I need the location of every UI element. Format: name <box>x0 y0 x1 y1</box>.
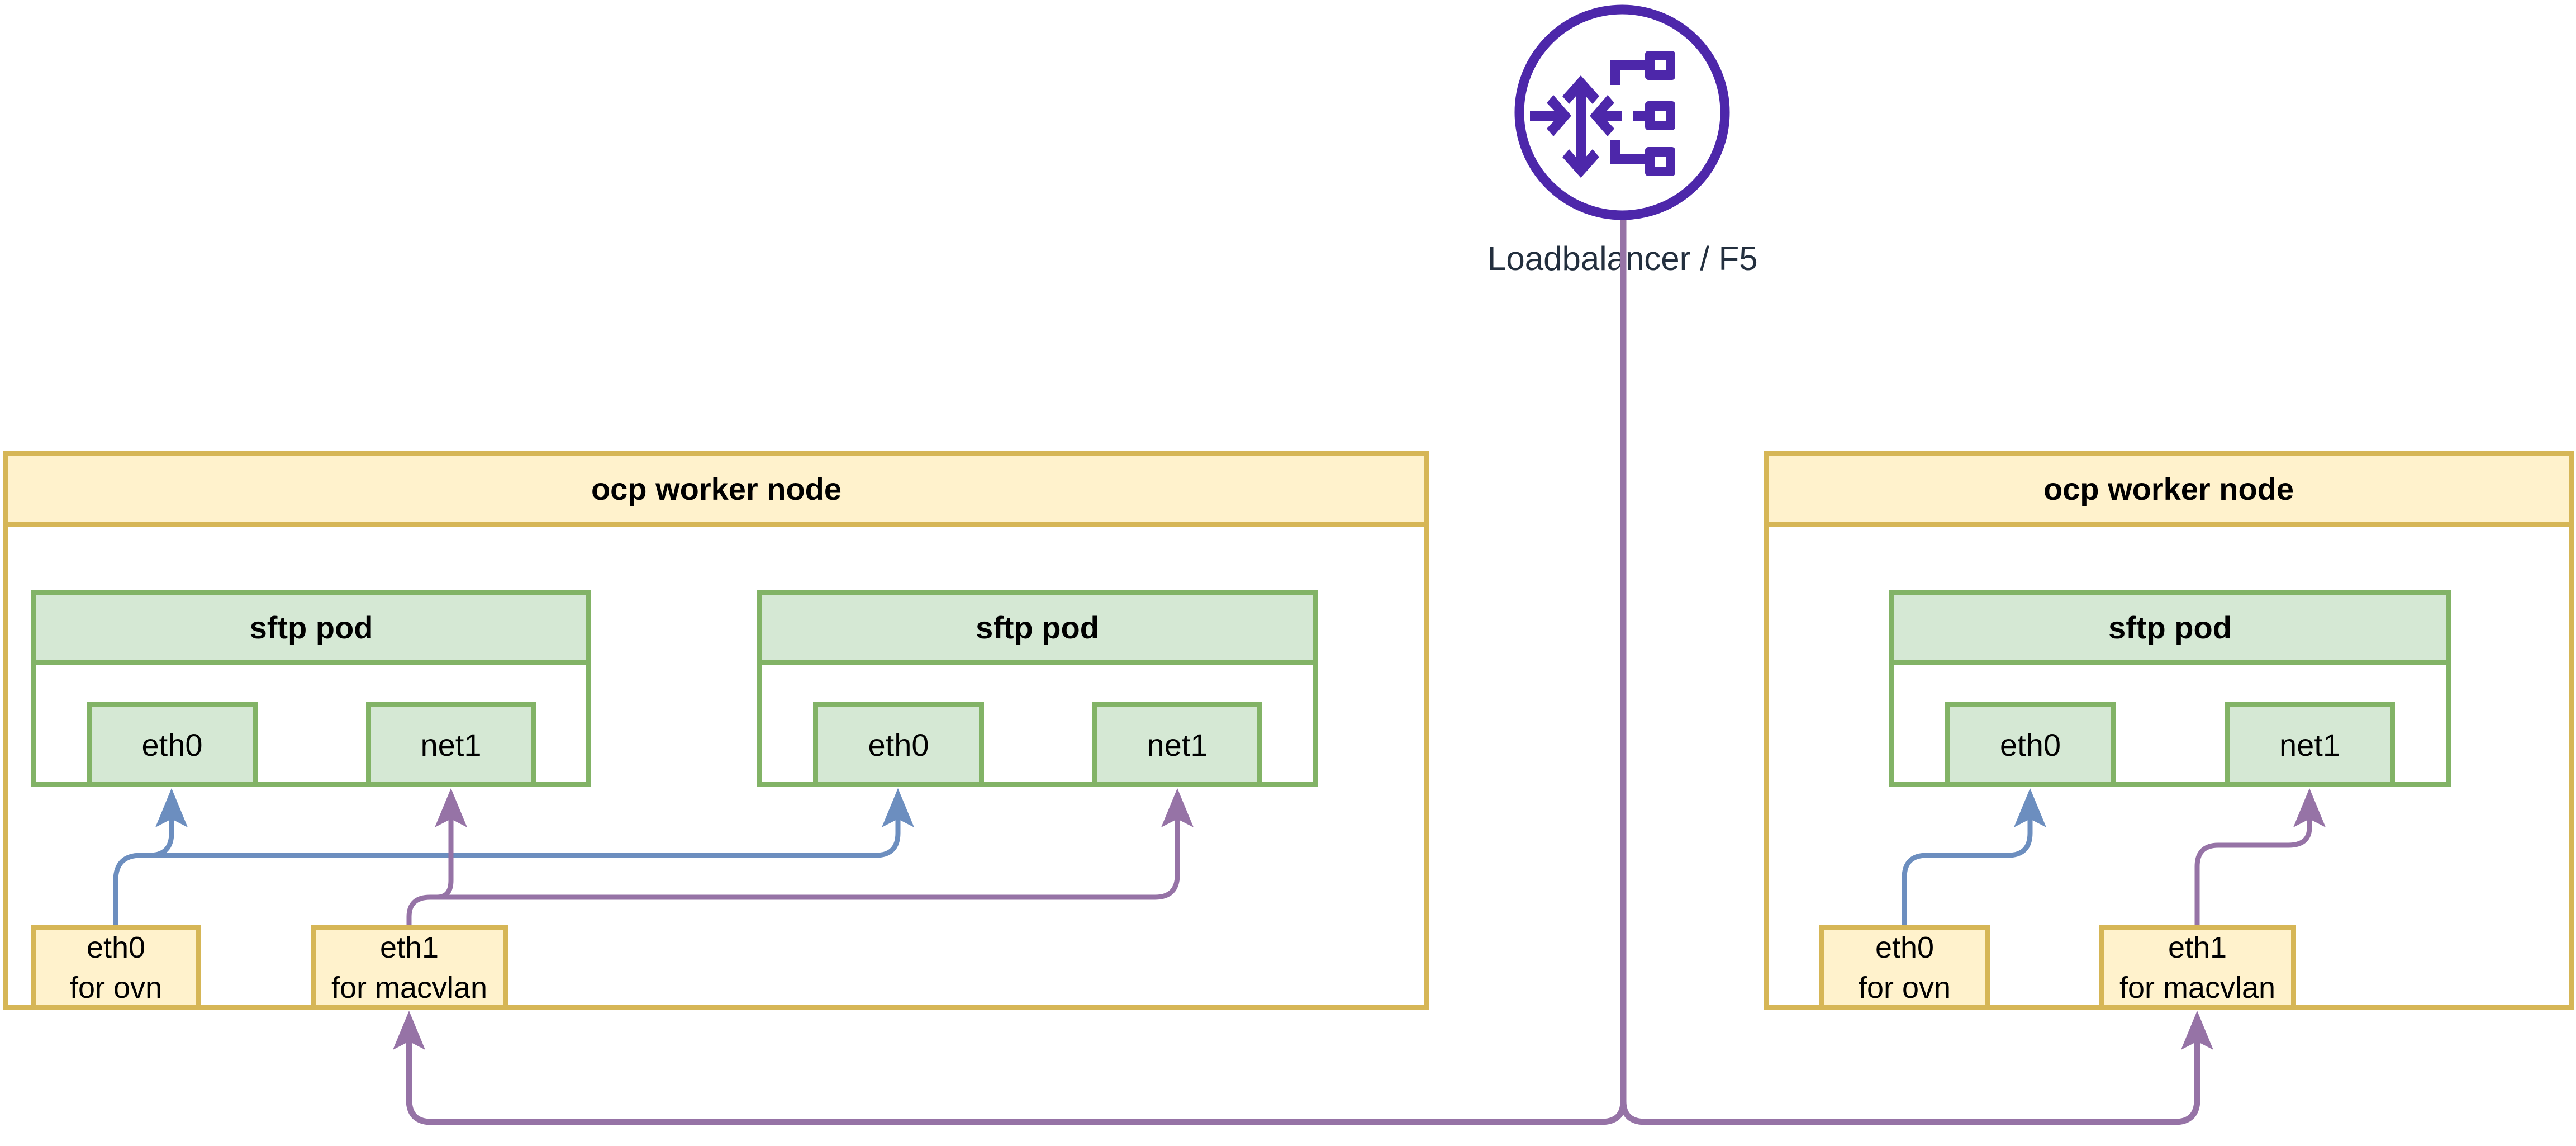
sftp-pod-1-title: sftp pod <box>36 595 586 665</box>
load-balancer-label: Loadbalancer / F5 <box>1487 240 1758 277</box>
node2-host-eth0-purpose: for ovn <box>1858 970 1951 1005</box>
arrow-head-pod3-eth0 <box>2014 788 2046 827</box>
ovn-wire-node2 <box>1902 805 2033 925</box>
worker-node-2-title: ocp worker node <box>1769 456 2569 527</box>
node1-host-eth1-name: eth1 <box>379 930 439 964</box>
pod3-eth0[interactable]: eth0 <box>1945 702 2116 787</box>
macvlan-link-node1 <box>406 805 1180 925</box>
arrow-head-pod3-net1 <box>2293 788 2326 827</box>
lb-uplink <box>406 219 2200 1125</box>
sftp-pod-2-title: sftp pod <box>762 595 1313 665</box>
ovn-branch-pod1 <box>141 805 174 858</box>
pod1-net1[interactable]: net1 <box>366 702 536 787</box>
macvlan-wire-node2 <box>2194 805 2312 925</box>
pod3-net1[interactable]: net1 <box>2225 702 2395 787</box>
ovn-wire-node1 <box>113 805 901 925</box>
node2-host-eth0-name: eth0 <box>1875 930 1935 964</box>
macvlan-branch-pod1 <box>430 805 454 900</box>
node2-host-eth1[interactable]: eth1 for macvlan <box>2099 925 2296 1010</box>
ovn-link-node1 <box>113 805 901 925</box>
pod2-net1[interactable]: net1 <box>1092 702 1262 787</box>
arrow-head-node2-eth1 <box>2181 1011 2213 1050</box>
sftp-pod-3-title: sftp pod <box>1894 595 2446 665</box>
pod1-eth0[interactable]: eth0 <box>87 702 258 787</box>
macvlan-wire-node1 <box>406 805 1180 925</box>
node1-host-eth0[interactable]: eth0 for ovn <box>31 925 201 1010</box>
lb-trunk <box>406 219 1627 1125</box>
arrow-head-pod2-net1 <box>1161 788 1194 827</box>
pod2-eth0[interactable]: eth0 <box>813 702 984 787</box>
node1-host-eth1-purpose: for macvlan <box>331 970 488 1005</box>
node1-host-eth1[interactable]: eth1 for macvlan <box>311 925 508 1010</box>
node1-host-eth0-name: eth0 <box>86 930 146 964</box>
lb-branch-right <box>1620 1029 2200 1125</box>
arrow-head-node1-eth1 <box>393 1011 425 1050</box>
arrow-head-pod1-eth0 <box>155 788 188 827</box>
arrow-head-pod2-eth0 <box>882 788 914 827</box>
node2-host-eth1-purpose: for macvlan <box>2119 970 2276 1005</box>
node2-host-eth1-name: eth1 <box>2168 930 2227 964</box>
arrow-head-pod1-net1 <box>435 788 467 827</box>
network-load-balancer-icon[interactable] <box>1514 4 1730 220</box>
worker-node-1-title: ocp worker node <box>8 456 1424 527</box>
node1-host-eth0-purpose: for ovn <box>69 970 163 1005</box>
node2-host-eth0[interactable]: eth0 for ovn <box>1819 925 1990 1010</box>
